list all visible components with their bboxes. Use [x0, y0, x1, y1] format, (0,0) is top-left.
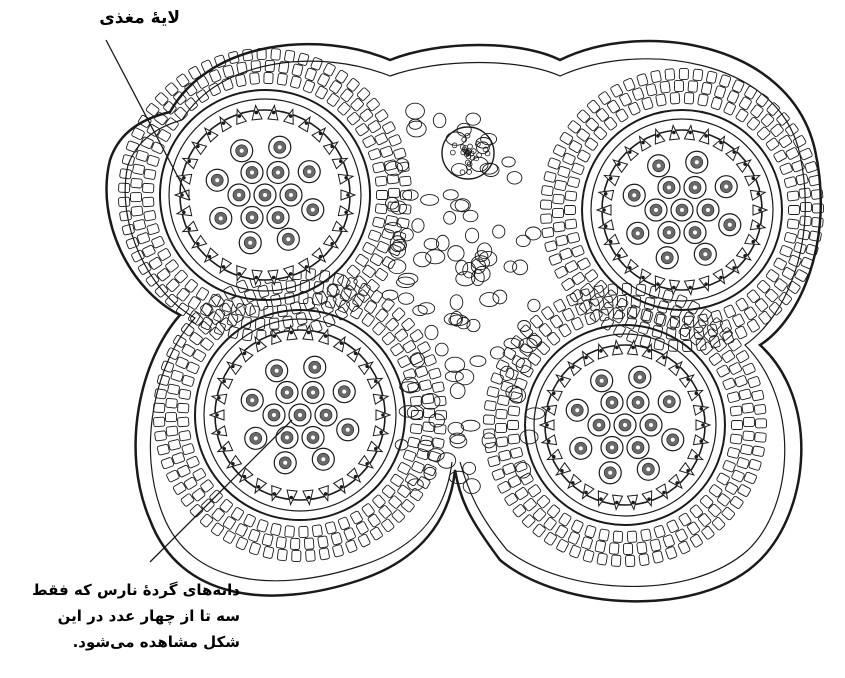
- label-line: سه تا از چهار عدد در این: [4, 603, 240, 629]
- label-line: دانه‌های گردهٔ نارس که فقط: [4, 577, 240, 603]
- label-tapetum: لایهٔ مغذی: [40, 8, 180, 28]
- label-line: شکل مشاهده می‌شود.: [4, 629, 240, 655]
- label-immature-pollen: دانه‌های گردهٔ نارس که فقط سه تا از چهار…: [4, 577, 240, 655]
